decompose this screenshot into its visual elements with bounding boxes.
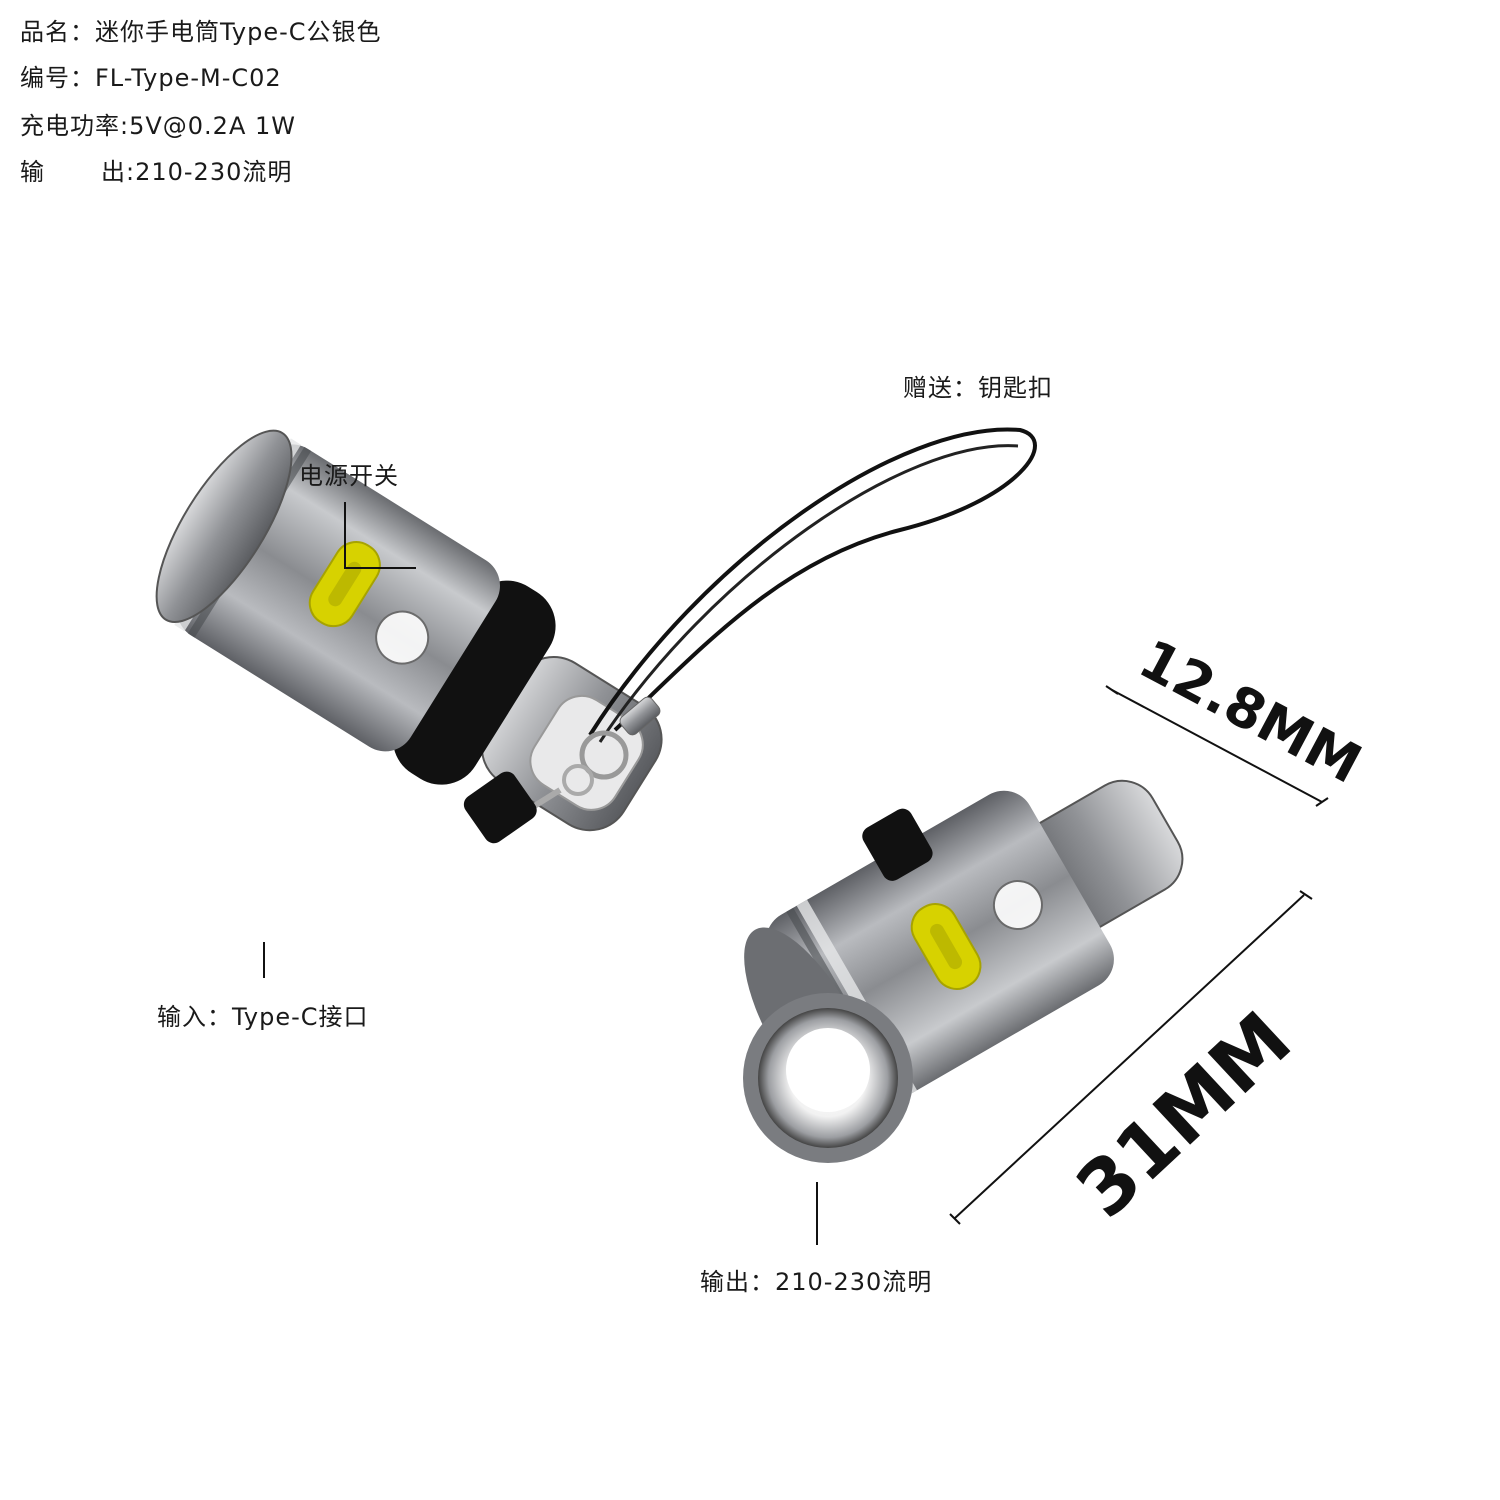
flashlight-left — [155, 429, 663, 832]
length-dimension-line — [949, 890, 1313, 1225]
spec-model: 编号：FL-Type-M-C02 — [20, 64, 282, 92]
spec-output-label: 输 — [20, 158, 45, 186]
keychain-label: 赠送：钥匙扣 — [903, 374, 1053, 402]
spec-charging: 充电功率:5V@0.2A 1W — [20, 112, 296, 140]
output-label: 输出：210-230流明 — [700, 1268, 933, 1296]
spec-output: 输 出:210-230流明 — [20, 152, 292, 187]
spec-product-name: 品名：迷你手电筒Type-C公银色 — [20, 18, 382, 46]
width-dimension-line — [1105, 685, 1329, 807]
power-switch-leader — [344, 502, 416, 569]
spec-output-value: 出:210-230流明 — [101, 158, 293, 186]
power-switch-label: 电源开关 — [299, 462, 399, 490]
lanyard-cord — [588, 427, 1037, 737]
input-label: 输入：Type-C接口 — [157, 1003, 369, 1031]
